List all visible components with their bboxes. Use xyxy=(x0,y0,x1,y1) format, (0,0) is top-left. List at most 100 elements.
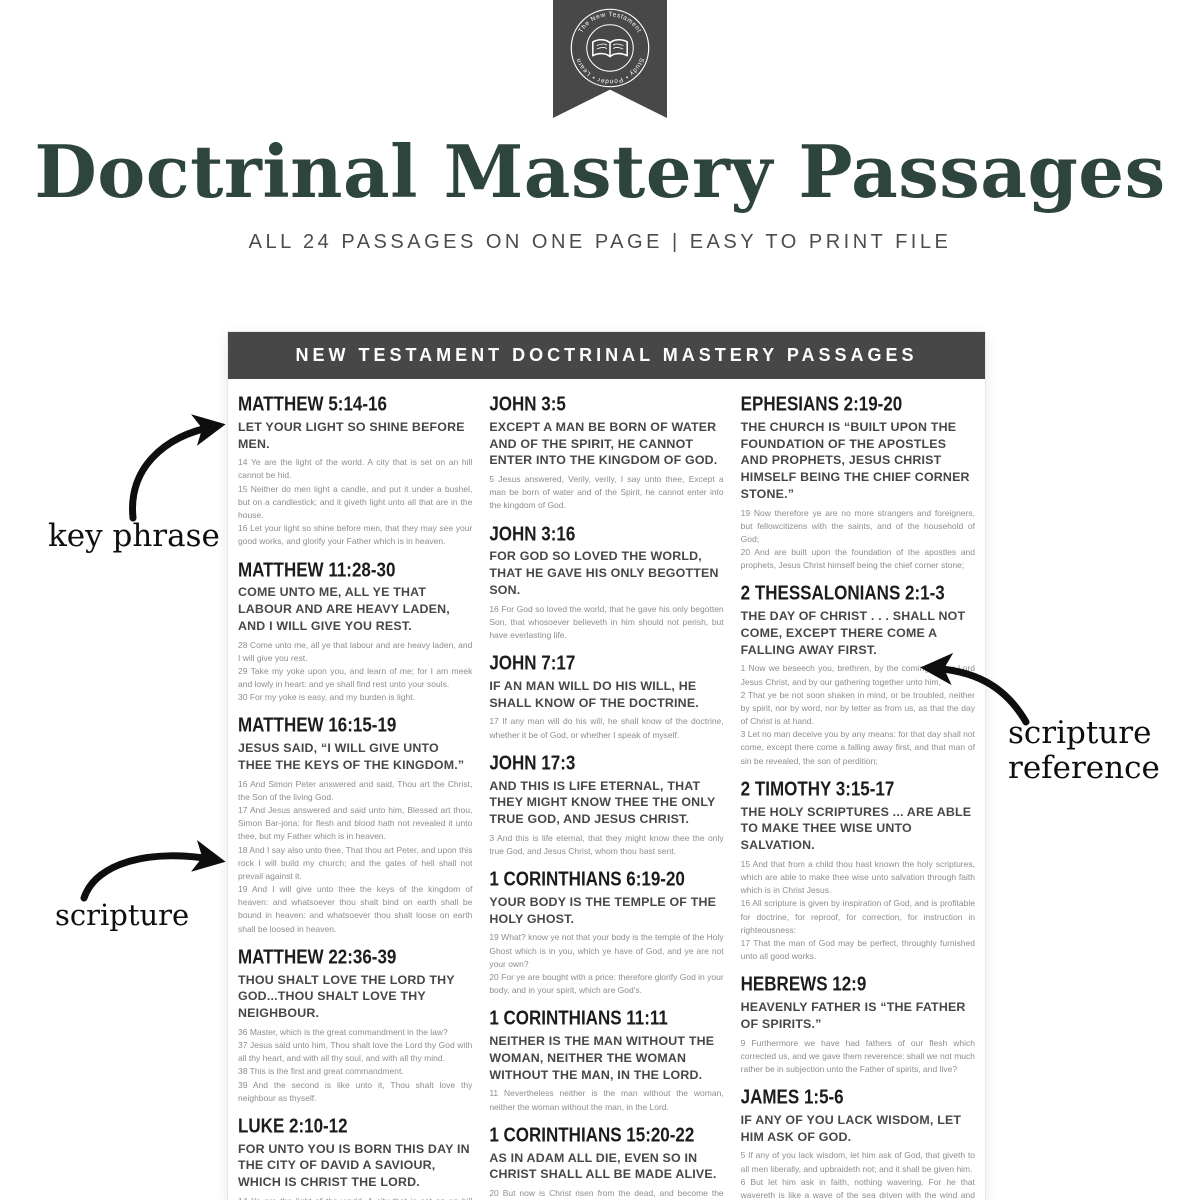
passage-key-phrase: THOU SHALT LOVE THE LORD THY GOD...THOU … xyxy=(238,972,455,1021)
passage-verse: 18 And I say also unto thee, That thou a… xyxy=(238,844,473,881)
passage-reference: 1 CORINTHIANS 11:11 xyxy=(489,1006,668,1030)
passage-verse: 2 That ye be not soon shaken in mind, or… xyxy=(740,689,975,727)
passage-verse: 29 Take my yoke upon you, and learn of m… xyxy=(238,665,473,690)
passage-verse: 19 What? know ye not that your body is t… xyxy=(489,932,724,969)
passage-verse: 6 But let him ask in faith, nothing wave… xyxy=(740,1176,975,1200)
passage-key-phrase: LET YOUR LIGHT SO SHINE BEFORE MEN. xyxy=(238,419,465,451)
seal-inner-circle xyxy=(586,24,634,72)
passage-key-phrase: COME UNTO ME, ALL YE THAT LABOUR AND ARE… xyxy=(238,585,450,633)
passage-verse: 19 And I will give unto thee the keys of… xyxy=(238,884,473,934)
passage-reference: 2 TIMOTHY 3:15-17 xyxy=(740,777,895,800)
page-title: Doctrinal Mastery Passages xyxy=(34,129,1166,214)
passage-verse: 3 And this is life eternal, that they mi… xyxy=(489,832,724,856)
passage-reference: 1 CORINTHIANS 6:19-20 xyxy=(489,867,685,891)
passage-verse: 16 Let your light so shine before men, t… xyxy=(238,523,473,547)
document-header: NEW TESTAMENT DOCTRINAL MASTERY PASSAGES xyxy=(228,332,985,379)
passage-reference: MATTHEW 11:28-30 xyxy=(238,558,396,581)
svg-text:The New Testament: The New Testament xyxy=(578,11,643,34)
passage-verse: 30 For my yoke is easy, and my burden is… xyxy=(238,692,416,703)
passage-key-phrase: THE CHURCH IS “BUILT UPON THE FOUNDATION… xyxy=(740,419,970,501)
passage-key-phrase: IF AN MAN WILL DO HIS WILL, HE SHALL KNO… xyxy=(489,678,699,710)
passage-reference: 1 CORINTHIANS 15:20-22 xyxy=(489,1123,695,1146)
passage-reference: MATTHEW 22:36-39 xyxy=(238,945,397,968)
badge-arc-top-text: The New Testament xyxy=(578,11,642,34)
passage-verse: 5 If any of you lack wisdom, let him ask… xyxy=(740,1150,975,1174)
passage-reference: JOHN 3:5 xyxy=(489,392,566,416)
passage-verse: 39 And the second is like unto it, Thou … xyxy=(238,1079,473,1103)
passage-key-phrase: AS IN ADAM ALL DIE, EVEN SO IN CHRIST SH… xyxy=(489,1150,717,1182)
page-subtitle: ALL 24 PASSAGES ON ONE PAGE | EASY TO PR… xyxy=(248,231,952,253)
passage-key-phrase: YOUR BODY IS THE TEMPLE OF THE HOLY GHOS… xyxy=(489,895,717,926)
annotation-key-phrase: key phrase xyxy=(48,518,220,554)
brand-logo: The New Testament Study • Ponder • Learn xyxy=(570,8,650,88)
passage-key-phrase: IF ANY OF YOU LACK WISDOM, LET HIM ASK O… xyxy=(740,1112,962,1144)
passage-reference: HEBREWS 12:9 xyxy=(740,972,867,996)
passage-key-phrase: AND THIS IS LIFE ETERNAL, THAT THEY MIGH… xyxy=(489,778,716,827)
passage-verse: 16 All scripture is given by inspiration… xyxy=(740,898,975,935)
passage-verse: 14 Ye are the light of the world. A city… xyxy=(238,1195,472,1200)
curved-arrow-key-phrase xyxy=(129,414,226,522)
passage-verse: 3 Let no man deceive you by any means: f… xyxy=(740,729,975,766)
passage-reference: JOHN 3:16 xyxy=(489,522,576,545)
passage-reference: EPHESIANS 2:19-20 xyxy=(740,392,903,416)
open-book-icon xyxy=(592,39,628,58)
passage-verse: 17 If any man will do his will, he shall… xyxy=(489,716,724,740)
passage-verse: 20 For ye are bought with a price: there… xyxy=(489,972,724,996)
seal-outer-circle xyxy=(570,8,650,88)
passage-key-phrase: FOR UNTO YOU IS BORN THIS DAY IN THE CIT… xyxy=(238,1141,470,1190)
passage-verse: 14 Ye are the light of the world. A city… xyxy=(238,457,473,481)
passage-verse: 15 And that from a child thou hast known… xyxy=(740,858,975,896)
passage-reference: JOHN 7:17 xyxy=(489,651,576,675)
passage-key-phrase: HEAVENLY FATHER IS “THE FATHER OF SPIRIT… xyxy=(740,1000,966,1031)
passage-verse: 20 And are built upon the foundation of … xyxy=(740,547,975,571)
passage-reference: MATTHEW 16:15-19 xyxy=(238,714,397,737)
passage-verse: 28 Come unto me, all ye that labour and … xyxy=(238,639,473,663)
bookmark-ribbon: The New Testament Study • Ponder • Learn xyxy=(553,0,667,118)
passage-verse: 9 Furthermore we have had fathers of our… xyxy=(740,1037,975,1074)
passage-verse: 19 Now therefore ye are no more stranger… xyxy=(740,507,975,544)
document-preview: NEW TESTAMENT DOCTRINAL MASTERY PASSAGES… xyxy=(228,332,985,1200)
passage: JOHN 7:17 IF AN MAN WILL DO HIS WILL, HE … xyxy=(489,651,724,742)
passage-key-phrase: JESUS SAID, “I WILL GIVE UNTO THEE THE K… xyxy=(238,741,465,772)
passage-reference: 2 THESSALONIANS 2:1-3 xyxy=(740,581,945,605)
passage-verse: 20 But now is Christ risen from the dead… xyxy=(489,1188,724,1199)
passage-reference: JOHN 17:3 xyxy=(489,751,576,774)
passage-reference: LUKE 2:10-12 xyxy=(238,1114,348,1137)
passage-verse: 11 Nevertheless neither is the man witho… xyxy=(489,1088,724,1112)
passage-key-phrase: EXCEPT A MAN BE BORN OF WATER AND OF THE… xyxy=(489,419,718,468)
passage-verse: 1 Now we beseech you, brethren, by the c… xyxy=(740,663,975,687)
passage-verse: 38 This is the first and great commandme… xyxy=(238,1066,404,1077)
passage-key-phrase: THE DAY OF CHRIST . . . SHALL NOT COME, … xyxy=(740,609,966,657)
passage-verse: 17 And Jesus answered and said unto him,… xyxy=(238,805,473,842)
passage: 1 CORINTHIANS 15:20-22 AS IN ADAM ALL DIE… xyxy=(489,1123,724,1200)
passage-verse: 36 Master, which is the great commandmen… xyxy=(238,1026,448,1037)
passage-reference: MATTHEW 5:14-16 xyxy=(238,392,387,416)
curved-arrow-scripture xyxy=(80,840,226,902)
passage-verse: 5 Jesus answered, Verily, verily, I say … xyxy=(489,474,724,511)
passage-verse: 16 For God so loved the world, that he g… xyxy=(489,603,724,640)
passage-verse: 17 That the man of God may be perfect, t… xyxy=(740,937,975,962)
passage-verse: 16 And Simon Peter answered and said, Th… xyxy=(238,778,473,802)
annotation-scripture-reference: scripture reference xyxy=(1008,715,1160,786)
passage-verse: 15 Neither do men light a candle, and pu… xyxy=(238,483,473,520)
passage-key-phrase: THE HOLY SCRIPTURES ... ARE ABLE TO MAKE… xyxy=(740,804,972,853)
passage-key-phrase: NEITHER IS THE MAN WITHOUT THE WOMAN, NE… xyxy=(489,1034,715,1082)
